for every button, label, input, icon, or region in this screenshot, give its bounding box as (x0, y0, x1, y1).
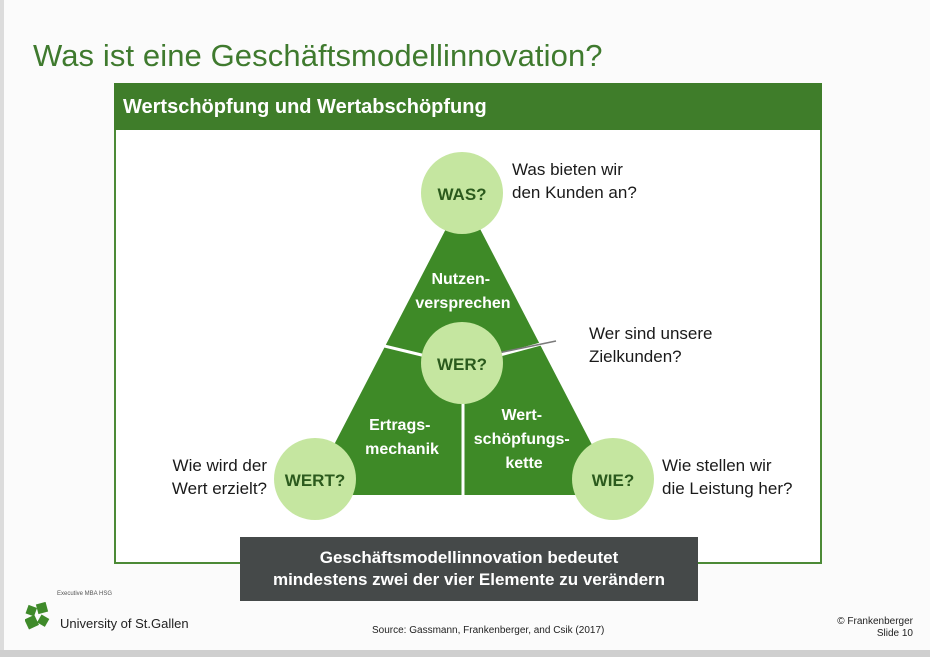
segment-ertragsmechanik-label: Ertrags- mechanik (365, 417, 439, 458)
source-citation: Source: Gassmann, Frankenberger, and Csi… (372, 625, 605, 636)
segment-nutzenversprechen-label: Nutzen- versprechen (415, 271, 510, 312)
slide-number: Slide 10 (876, 628, 913, 639)
copyright-block: © Frankenberger Slide 10 (837, 616, 913, 640)
node-wie-label: WIE? (592, 471, 635, 490)
question-was-line-1: Was bieten wir (512, 160, 623, 179)
node-wert-circle (274, 438, 356, 520)
panel-title: Wertschöpfung und Wertabschöpfung (123, 96, 487, 118)
slide-title: Was ist eine Geschäftsmodellinnovation? (33, 38, 603, 73)
node-wie-circle (572, 438, 654, 520)
segment-wertschoepfungskette-label: Wert- schöpfungs- kette (474, 407, 574, 472)
node-was-circle (421, 152, 503, 234)
node-was-label: WAS? (437, 185, 486, 204)
key-message-line-2: mindestens zwei der vier Elemente zu ver… (272, 570, 666, 589)
left-edge-strip (0, 0, 4, 657)
node-wert-label: WERT? (285, 471, 345, 490)
question-wie-line-2: die Leistung her? (662, 479, 793, 498)
question-wert-line-2: Wert erzielt? (171, 479, 267, 498)
program-label: Executive MBA HSG (57, 591, 113, 597)
question-wer: Wer sind unsere Zielkunden? (589, 322, 712, 368)
university-name: University of St.Gallen (60, 616, 189, 631)
question-wie-line-1: Wie stellen wir (662, 456, 772, 475)
question-was: Was bieten wir den Kunden an? (512, 158, 637, 204)
university-logo (25, 602, 50, 630)
node-wer-circle (421, 322, 503, 404)
question-was-line-2: den Kunden an? (512, 183, 637, 202)
bottom-edge-strip (0, 650, 930, 657)
question-wie: Wie stellen wir die Leistung her? (662, 454, 792, 500)
question-wert: Wie wird der Wert erzielt? (130, 454, 267, 500)
key-message-box: Geschäftsmodellinnovation bedeutet minde… (240, 537, 698, 601)
panel-header-bar (114, 83, 822, 130)
key-message-line-1: Geschäftsmodellinnovation bedeutet (319, 548, 619, 567)
question-wer-line-1: Wer sind unsere (589, 324, 713, 343)
question-wert-line-1: Wie wird der (172, 456, 267, 475)
node-wer-label: WER? (437, 355, 487, 374)
copyright-text: © Frankenberger (837, 616, 913, 627)
question-wer-line-2: Zielkunden? (589, 347, 682, 366)
